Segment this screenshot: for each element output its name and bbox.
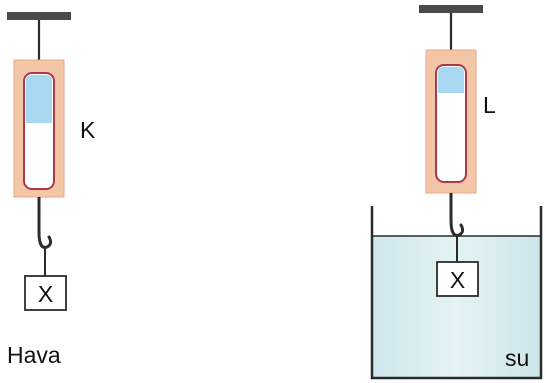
left-object-label: X	[38, 281, 53, 307]
left-ceiling-bar	[7, 12, 71, 20]
left-scale-indicator	[26, 75, 52, 123]
right-hook	[449, 218, 465, 237]
right-scale-indicator	[438, 67, 464, 93]
left-dynamometer-label: K	[80, 117, 96, 143]
left-hook	[37, 230, 53, 249]
left-object-box	[24, 275, 67, 311]
left-setup: K X Hava	[7, 12, 96, 368]
left-medium-label: Hava	[7, 342, 61, 368]
right-dynamometer-tube	[435, 64, 467, 183]
water-container	[370, 206, 543, 380]
right-medium-label: su	[505, 345, 529, 371]
right-object-label: X	[450, 267, 465, 293]
right-setup: L X su	[370, 5, 543, 380]
right-ceiling-bar	[419, 5, 483, 13]
right-object-box	[436, 261, 479, 297]
right-dynamometer-label: L	[483, 92, 496, 118]
